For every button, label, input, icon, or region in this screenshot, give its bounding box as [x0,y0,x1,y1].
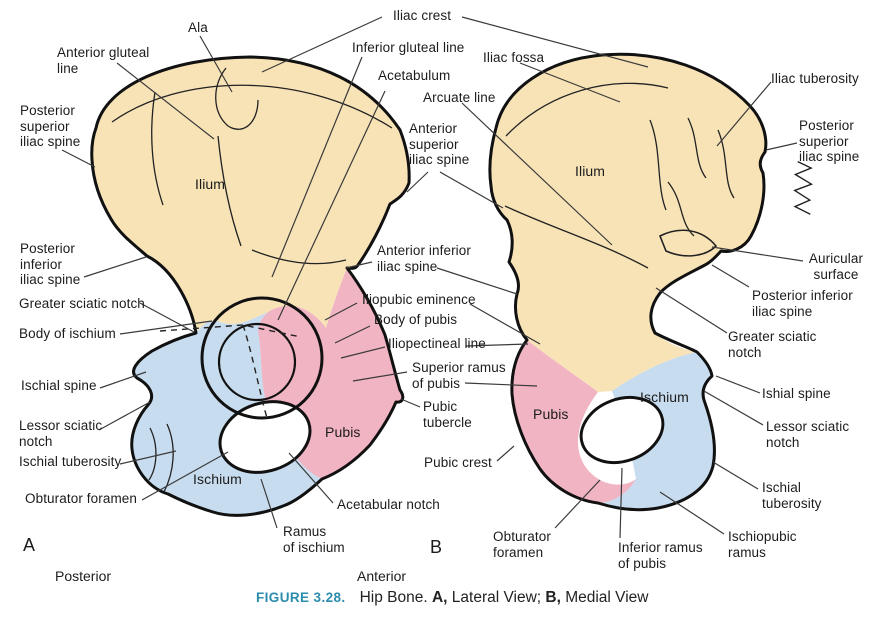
inferior-gluteal-line-curve [251,249,347,265]
label-posterior-superior-iliac-spine-b: Posterior superior iliac spine [799,118,860,164]
label-body-of-ischium: Body of ischium [19,326,116,341]
hip-bone-view-a [90,55,411,517]
label-obturator-foramen-a: Obturator foramen [25,491,138,506]
tuberosity-texture-b1 [687,117,707,179]
orientation-posterior: Posterior [55,568,112,584]
acetabulum-rim-a [200,296,324,420]
obturator-foramen-hole-a [218,400,312,474]
label-iliopectineal-line: Iliopectineal line [388,336,486,351]
label-posterior-superior-iliac-spine-a: Posterior superior iliac spine [20,103,81,149]
label-anterior-gluteal-line: Anterior gluteal line [57,45,150,76]
label-posterior-inferior-iliac-spine-b: Posterior inferior iliac spine [752,288,853,319]
pubis-region-b [511,340,636,503]
label-ramus-of-ischium: Ramus of ischium [283,524,345,555]
ilium-region-a [91,57,410,333]
artist-signature [793,160,814,215]
label-obturator-foramen-b: Obturator foramen [493,529,551,560]
label-auricular-surface: Auricular surface [808,251,864,282]
posterior-gluteal-line-curve [151,91,164,206]
label-greater-sciatic-notch-b: Greater sciatic notch [728,329,817,360]
caption-view-b: B, [545,589,561,606]
label-ischial-tuberosity-b: Ischial tuberosity [762,480,822,511]
label-ishial-spine-b: Ishial spine [762,386,831,401]
label-superior-ramus-of-pubis: Superior ramus of pubis [412,360,506,391]
ala-fold-curve [215,67,259,130]
label-acetabulum: Acetabulum [378,68,451,83]
label-inferior-ramus-of-pubis: Inferior ramus of pubis [618,540,703,571]
label-ischial-tuberosity-a: Ischial tuberosity [19,454,122,469]
label-greater-sciatic-notch-a: Greater sciatic notch [19,296,145,311]
label-posterior-inferior-iliac-spine-a: Posterior inferior iliac spine [20,241,81,287]
auricular-surface-outline [658,229,718,257]
ilium-region-b [489,54,766,392]
view-a-letter: A [23,535,36,555]
anterior-gluteal-line-curve [217,135,242,247]
label-inferior-gluteal-line: Inferior gluteal line [352,40,465,55]
tuberosity-texture-b2 [717,129,735,199]
label-pubic-crest: Pubic crest [424,455,492,470]
label-anterior-superior-iliac-spine: Anterior superior iliac spine [409,121,470,167]
hip-bone-view-b [488,52,814,512]
label-pubis-a: Pubis [325,424,361,440]
obturator-foramen-hole-b [579,396,665,464]
orientation-anterior: Anterior [357,568,407,584]
caption-text-1: Hip Bone. [359,589,432,606]
tuberosity-texture-b3 [667,181,695,237]
label-arcuate-line: Arcuate line [423,90,496,105]
iliac-crest-inner-line-b [505,82,669,137]
triradiate-dashed-line-2 [242,324,268,419]
figure-caption: FIGURE 3.28. Hip Bone. A, Lateral View; B… [256,589,649,607]
tuberosity-texture-b4 [649,119,667,211]
label-ischium-a: Ischium [193,471,242,487]
label-ischial-spine-a: Ischial spine [21,378,97,393]
label-ischiopubic-ramus: Ischiopubic ramus [728,529,797,560]
label-acetabular-notch: Acetabular notch [337,497,440,512]
label-iliopubic-eminence: Iliopubic eminence [362,292,476,307]
label-iliac-tuberosity: Iliac tuberosity [771,71,859,86]
label-pubic-tubercle: Pubic tubercle [423,399,472,430]
label-lessor-sciatic-notch-a: Lessor sciatic notch [19,418,103,449]
label-pubis-b: Pubis [533,406,569,422]
label-anterior-inferior-iliac-spine: Anterior inferior iliac spine [377,243,471,274]
label-body-of-pubis: Body of pubis [374,312,458,327]
label-ala: Ala [188,20,208,35]
label-ilium-a: Ilium [195,176,226,192]
label-lessor-sciatic-notch-b: Lessor sciatic notch [766,419,850,450]
label-ischium-b: Ischium [640,389,689,405]
hip-bone-outline-b [488,52,768,512]
acetabulum-inner-a [217,322,297,402]
label-iliac-fossa: Iliac fossa [483,50,545,65]
view-b-letter: B [430,537,443,557]
leader-lines [61,16,804,539]
caption-text-3: Medial View [560,589,649,606]
label-iliac-crest: Iliac crest [393,8,452,23]
caption-view-a: A, [431,589,448,606]
caption-text-2: Lateral View; [447,589,546,606]
iliac-crest-inner-line [111,84,393,129]
label-ilium-b: Ilium [575,163,606,179]
figure-number: FIGURE 3.28. [256,590,346,605]
hip-bone-outline-a [90,55,411,517]
iliac-fossa-curve [504,205,649,269]
